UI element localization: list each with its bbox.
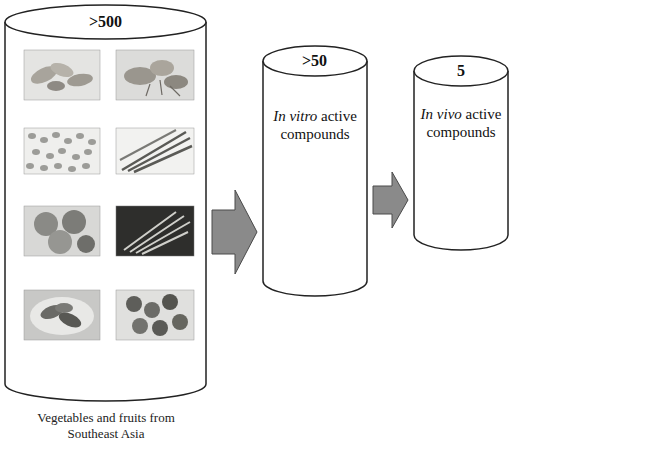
cylinder-top (263, 46, 367, 76)
cylinder-top (5, 5, 206, 39)
block-arrow (373, 172, 408, 228)
ginger-photo (24, 50, 100, 100)
root-photo (116, 50, 194, 100)
leaves-photo (24, 290, 100, 340)
cylinder-node: 5 In vivo active compounds (413, 55, 509, 251)
cylinder-body (414, 71, 508, 250)
cylinder-outline (4, 4, 207, 402)
cylinder-caption: Vegetables and fruits from Southeast Asi… (26, 410, 186, 441)
count-label: 5 (457, 61, 465, 80)
cylinder-outline (262, 45, 368, 297)
compound-label: In vivo active compounds (420, 105, 502, 141)
block-arrow (212, 190, 257, 274)
cylinder-body (263, 61, 367, 296)
cylinder-node: >50 In vitro active compounds (262, 45, 368, 297)
tomato-photo (116, 290, 194, 340)
compound-label: In vitro active compounds (272, 107, 358, 143)
bean-photo (116, 128, 194, 174)
cylinder-outline (413, 55, 509, 251)
orange-photo (24, 206, 100, 256)
cylinder-top (414, 56, 508, 86)
lemongrass-photo (116, 206, 194, 256)
cylinder-node: >500Vegetables and fruits from Southeast… (4, 4, 207, 402)
count-label: >50 (302, 51, 327, 70)
cylinder-body (5, 22, 206, 401)
count-label: >500 (89, 12, 122, 31)
seeds-photo (24, 128, 100, 174)
